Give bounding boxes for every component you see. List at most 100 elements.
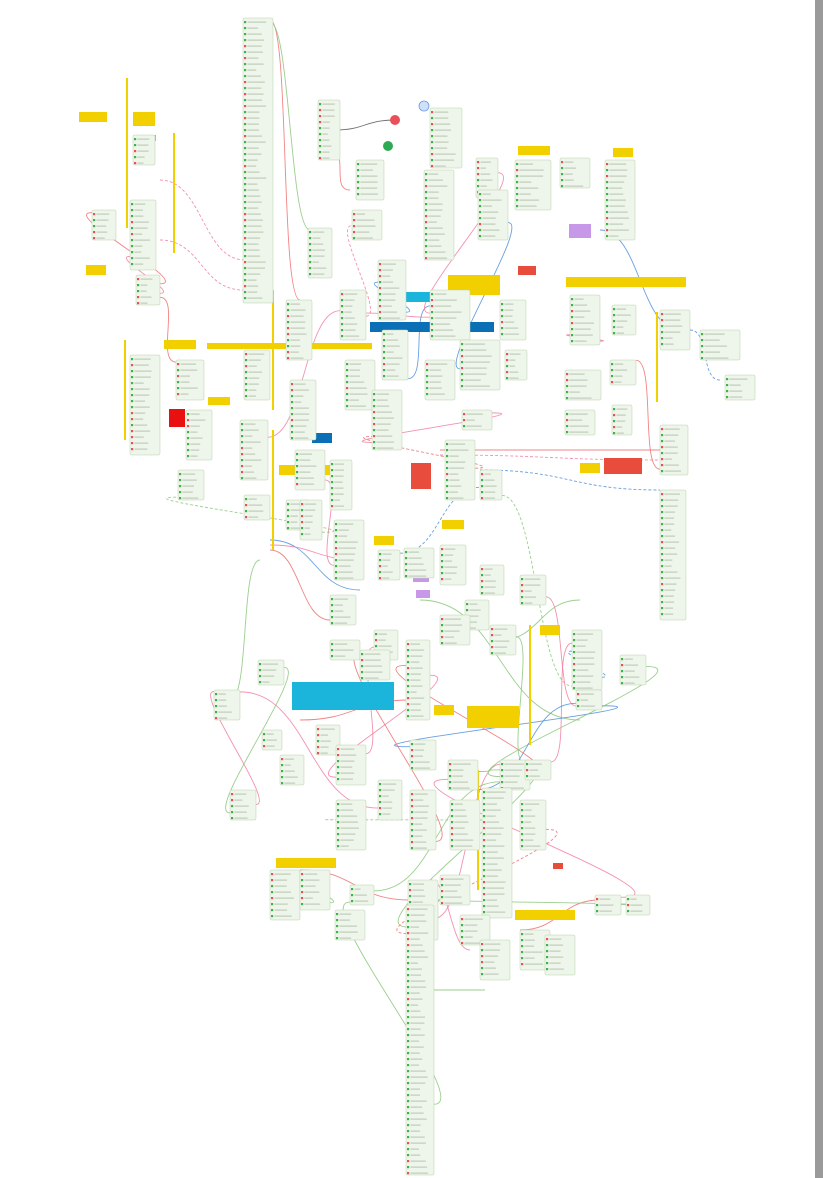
port-icon (461, 924, 464, 927)
port-icon (245, 516, 248, 519)
node-row-text (574, 328, 591, 330)
node-row-text (182, 485, 195, 487)
node-row-text (412, 901, 423, 903)
port-icon (379, 559, 382, 562)
node-row-text (486, 833, 502, 835)
node-row-text (482, 229, 500, 231)
port-icon (441, 896, 444, 899)
port-icon (379, 269, 382, 272)
port-icon (291, 425, 294, 428)
node-row-text (410, 1148, 420, 1150)
port-icon (407, 956, 410, 959)
port-icon (241, 471, 244, 474)
graph-node (444, 439, 476, 501)
port-icon (411, 805, 414, 808)
port-icon (336, 919, 339, 922)
node-row-text (609, 163, 627, 165)
node-row-text (339, 931, 358, 933)
port-icon (606, 187, 609, 190)
node-row-text (312, 231, 325, 233)
node-row-text (382, 293, 396, 295)
graph-node (479, 469, 503, 501)
node-row-text (338, 577, 354, 579)
port-icon (301, 903, 304, 906)
port-icon (336, 913, 339, 916)
node-row-text (524, 939, 535, 941)
vertical-scrollbar[interactable] (815, 0, 823, 1178)
port-icon (187, 449, 190, 452)
port-icon (244, 207, 247, 210)
graph-node (459, 339, 501, 391)
port-icon (187, 443, 190, 446)
port-icon (463, 425, 466, 428)
port-icon (425, 173, 428, 176)
port-icon (606, 229, 609, 232)
port-icon (573, 681, 576, 684)
port-icon (244, 111, 247, 114)
port-icon (411, 743, 414, 746)
node-row-text (134, 442, 149, 444)
node-row-text (576, 639, 588, 641)
port-icon (317, 752, 320, 755)
port-icon (431, 153, 434, 156)
node-row-text (349, 375, 360, 377)
graph-edge (363, 436, 484, 469)
port-icon (244, 153, 247, 156)
port-icon (341, 329, 344, 332)
node-row-text (247, 69, 257, 71)
port-icon (407, 1028, 410, 1031)
port-icon (431, 317, 434, 320)
port-icon (411, 749, 414, 752)
graph-edge (225, 666, 289, 814)
node-row-text (484, 592, 495, 594)
port-icon (346, 375, 349, 378)
node-row-text (244, 459, 262, 461)
port-icon (481, 580, 484, 583)
port-icon (521, 933, 524, 936)
port-icon (446, 473, 449, 476)
port-icon (516, 163, 519, 166)
port-icon (606, 223, 609, 226)
node-row-text (134, 358, 151, 360)
node-row-text (360, 187, 378, 189)
node-row-text (247, 243, 259, 245)
port-icon (379, 801, 382, 804)
node-row-text (410, 655, 423, 657)
port-icon (407, 986, 410, 989)
node-row-text (410, 914, 425, 916)
port-icon (383, 357, 386, 360)
port-icon (521, 821, 524, 824)
node-row-text (340, 803, 353, 805)
node-row-text (464, 349, 487, 351)
node-row-text (218, 711, 232, 713)
node-row-text (344, 335, 360, 337)
port-icon (661, 464, 664, 467)
node-row-text (234, 817, 248, 819)
port-icon (451, 809, 454, 812)
node-row-text (410, 1172, 428, 1174)
graph-node (569, 294, 601, 346)
node-row-text (429, 393, 445, 395)
port-icon (134, 156, 137, 159)
node-row-text (729, 390, 743, 392)
port-icon (661, 499, 664, 502)
node-row-text (519, 181, 532, 183)
node-row-text (312, 243, 324, 245)
graph-edge (334, 119, 396, 131)
port-icon (425, 209, 428, 212)
node-row-text (414, 823, 423, 825)
port-icon (131, 358, 134, 361)
port-icon (526, 763, 529, 766)
port-icon (131, 382, 134, 385)
port-icon (546, 962, 549, 965)
port-icon (407, 649, 410, 652)
node-row-text (410, 956, 429, 958)
port-icon (407, 944, 410, 947)
node-row-text (524, 584, 541, 586)
port-icon (379, 789, 382, 792)
port-icon (383, 369, 386, 372)
port-icon (405, 551, 408, 554)
port-icon (244, 87, 247, 90)
